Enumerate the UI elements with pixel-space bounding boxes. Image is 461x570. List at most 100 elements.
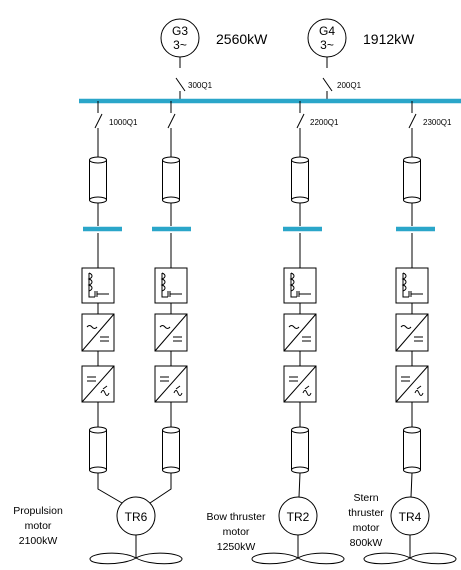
motor-id: TR4	[399, 510, 422, 524]
caption-line: motor	[25, 520, 52, 532]
tr2-connection	[298, 472, 301, 498]
cable-cylinder	[403, 156, 421, 204]
tr6-left-connection	[97, 473, 123, 504]
caption-stern-thruster-motor: Stern thruster motor 800kW	[348, 492, 384, 549]
cylinder-bottom	[89, 196, 107, 204]
cylinder-bottom	[291, 466, 309, 474]
breaker-2200q1-label: 2200Q1	[310, 118, 339, 127]
inverter-diagonal	[81, 365, 115, 403]
cylinder-top	[291, 156, 309, 164]
cylinder-body	[403, 159, 421, 201]
cylinder-body	[162, 159, 180, 201]
cylinder-top	[403, 426, 421, 434]
converter-diagonal	[395, 313, 429, 352]
variable-ac-symbol	[100, 385, 110, 396]
dc-symbol	[414, 336, 423, 342]
propeller-blade-left	[251, 552, 300, 565]
variable-ac-symbol	[414, 385, 424, 396]
generator-g4-power: 1912kW	[363, 31, 415, 47]
generator-id: G4	[319, 24, 335, 38]
dc-symbol	[173, 336, 182, 342]
dc-symbol	[401, 376, 410, 382]
converter-diagonal	[154, 313, 188, 352]
ac-dc-converter	[81, 313, 115, 352]
dc-symbol	[160, 376, 169, 382]
breaker-200q1-label: 200Q1	[337, 81, 362, 90]
feeder-breaker	[167, 113, 176, 129]
breaker-2300q1-label: 2300Q1	[423, 118, 452, 127]
transformer-winding	[87, 272, 109, 298]
generator-phase: 3~	[173, 38, 187, 52]
ac-dc-converter	[283, 313, 317, 352]
generator-g3-connection	[175, 57, 186, 101]
cylinder-body	[89, 429, 107, 471]
propeller-3	[363, 535, 457, 565]
cable-cylinder	[89, 426, 107, 474]
generator-g3: G3 3~	[160, 18, 200, 58]
transformer-box	[154, 267, 188, 304]
cable-cylinder	[162, 156, 180, 204]
inverter-diagonal	[154, 365, 188, 403]
motor-id: TR6	[125, 510, 148, 524]
caption-line: 2100kW	[19, 535, 58, 547]
motor-connections	[97, 472, 413, 504]
transformer-winding	[160, 272, 182, 298]
motor-id: TR2	[287, 510, 310, 524]
caption-line: Bow thruster	[207, 511, 266, 523]
motor-tr2: TR2	[278, 496, 318, 536]
caption-propulsion-motor: Propulsion motor 2100kW	[13, 505, 63, 547]
cylinder-bottom	[162, 196, 180, 204]
feeder-breaker	[94, 113, 103, 129]
converter-diagonal	[81, 313, 115, 352]
caption-line: 800kW	[350, 537, 383, 549]
feeder-2	[152, 101, 191, 474]
cylinder-bottom	[162, 466, 180, 474]
tr6-right-connection	[149, 473, 172, 504]
cylinder-top	[403, 156, 421, 164]
dc-symbol	[100, 336, 109, 342]
cable-cylinder	[291, 156, 309, 204]
ac-symbol	[86, 325, 98, 329]
inverter-diagonal	[283, 365, 317, 403]
propeller-blade-left	[89, 552, 138, 565]
feeder-breaker	[408, 113, 417, 129]
dc-symbol	[87, 376, 96, 382]
motor-tr4: TR4	[390, 496, 430, 536]
propeller-blade-right	[408, 552, 457, 565]
transformer-box	[283, 267, 317, 304]
caption-line: 1250kW	[217, 541, 256, 553]
cylinder-bottom	[89, 466, 107, 474]
dc-symbol	[289, 376, 298, 382]
cylinder-body	[162, 429, 180, 471]
feeders	[81, 101, 435, 504]
caption-line: motor	[353, 522, 380, 534]
cylinder-body	[403, 429, 421, 471]
caption-line: Propulsion	[13, 505, 63, 517]
tr4-connection	[410, 472, 413, 498]
generator-id: G3	[172, 24, 188, 38]
inverter-diagonal	[395, 365, 429, 403]
cylinder-top	[162, 156, 180, 164]
generator-g3-power: 2560kW	[216, 31, 268, 47]
cylinder-top	[89, 426, 107, 434]
feeder-breaker	[296, 113, 305, 129]
motor-tr6: TR6	[116, 496, 156, 536]
ac-symbol	[288, 325, 300, 329]
transformer-winding	[401, 272, 423, 298]
cylinder-top	[291, 426, 309, 434]
caption-line: Stern	[353, 492, 378, 504]
cylinder-bottom	[403, 196, 421, 204]
breaker-300q1-label: 300Q1	[188, 81, 213, 90]
ac-dc-converter	[395, 313, 429, 352]
transformer-winding	[289, 272, 311, 298]
dc-ac-converter	[81, 365, 115, 403]
caption-line: motor	[223, 526, 250, 538]
transformer	[283, 267, 317, 304]
caption-line: thruster	[348, 507, 384, 519]
cylinder-body	[291, 159, 309, 201]
transformer	[154, 267, 188, 304]
variable-ac-symbol	[173, 385, 183, 396]
propeller-blade-left	[363, 552, 412, 565]
feeder-1	[81, 101, 122, 474]
transformer	[395, 267, 429, 304]
